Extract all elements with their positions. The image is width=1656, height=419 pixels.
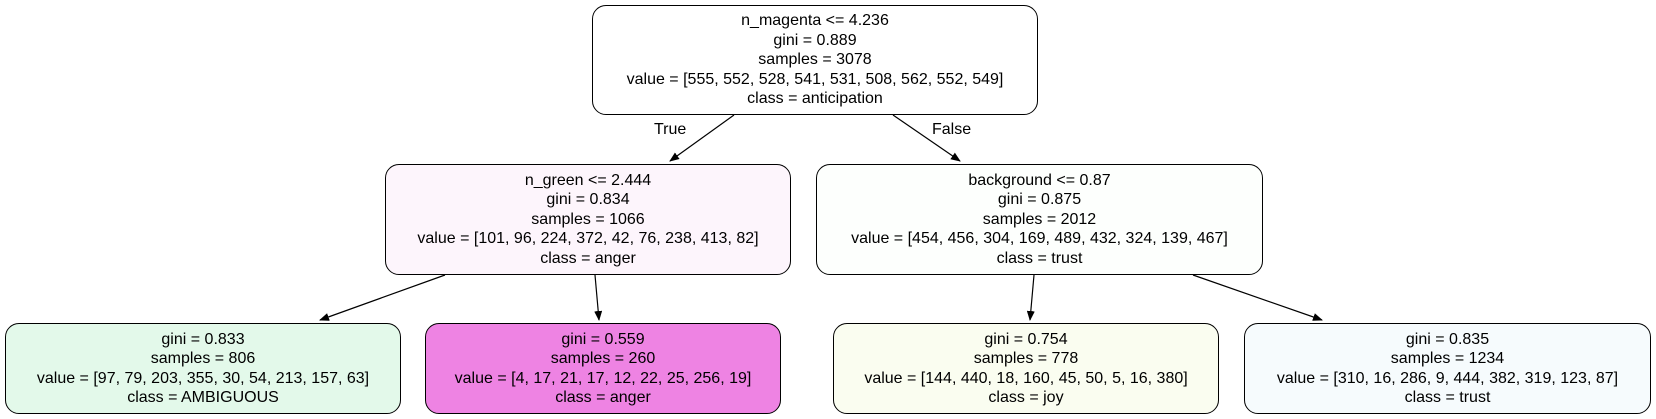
node-split-rule: n_green <= 2.444 (524, 171, 652, 189)
tree-leaf-left-left: gini = 0.833 samples = 806 value = [97, … (5, 323, 401, 414)
node-samples: samples = 3078 (758, 51, 872, 69)
node-class: class = trust (996, 249, 1083, 267)
node-samples: samples = 806 (150, 350, 256, 367)
node-class: class = trust (1404, 389, 1491, 406)
node-class: class = anticipation (747, 90, 883, 108)
tree-node-left: n_green <= 2.444 gini = 0.834 samples = … (385, 164, 791, 275)
edge-label-false: False (932, 121, 972, 138)
node-samples: samples = 778 (973, 350, 1079, 367)
node-value: value = [97, 79, 203, 355, 30, 54, 213, … (36, 369, 370, 387)
node-value: value = [454, 456, 304, 169, 489, 432, 3… (851, 230, 1228, 248)
node-gini: gini = 0.559 (561, 330, 645, 348)
node-gini: gini = 0.889 (773, 31, 857, 49)
tree-node-right: background <= 0.87 gini = 0.875 samples … (816, 164, 1263, 275)
edge-n1-n3 (594, 274, 603, 321)
node-class: class = joy (988, 389, 1064, 406)
node-value: value = [101, 96, 224, 372, 42, 76, 238,… (417, 230, 759, 248)
node-split-rule: background <= 0.87 (968, 171, 1111, 189)
node-gini: gini = 0.754 (984, 330, 1068, 348)
tree-leaf-left-right: gini = 0.559 samples = 260 value = [4, 1… (425, 323, 781, 414)
edge-n0-n4 (892, 114, 961, 162)
node-value: value = [555, 552, 528, 541, 531, 508, 5… (626, 70, 1004, 88)
tree-leaf-right-left: gini = 0.754 samples = 778 value = [144,… (833, 323, 1219, 414)
node-class: class = AMBIGUOUS (127, 389, 279, 406)
edge-n0-n1 (669, 114, 735, 162)
node-gini: gini = 0.835 (1405, 330, 1490, 348)
edge-n4-n5 (1026, 274, 1035, 321)
node-gini: gini = 0.875 (997, 191, 1082, 209)
node-samples: samples = 1066 (531, 210, 645, 228)
node-value: value = [4, 17, 21, 17, 12, 22, 25, 256,… (454, 369, 752, 387)
edge-n4-n6 (1192, 274, 1323, 321)
node-class: class = anger (555, 389, 651, 406)
node-value: value = [310, 16, 286, 9, 444, 382, 319,… (1276, 369, 1619, 387)
edge-label-true: True (654, 121, 687, 138)
node-class: class = anger (540, 249, 636, 267)
node-samples: samples = 260 (550, 350, 656, 367)
node-split-rule: n_magenta <= 4.236 (741, 12, 889, 30)
node-value: value = [144, 440, 18, 160, 45, 50, 5, 1… (864, 369, 1188, 387)
tree-node-root: n_magenta <= 4.236 gini = 0.889 samples … (592, 5, 1038, 115)
node-samples: samples = 1234 (1390, 350, 1505, 367)
node-samples: samples = 2012 (982, 210, 1097, 228)
node-gini: gini = 0.833 (161, 330, 245, 348)
node-gini: gini = 0.834 (546, 191, 630, 209)
tree-leaf-right-right: gini = 0.835 samples = 1234 value = [310… (1244, 323, 1651, 414)
edge-n1-n2 (319, 274, 446, 321)
